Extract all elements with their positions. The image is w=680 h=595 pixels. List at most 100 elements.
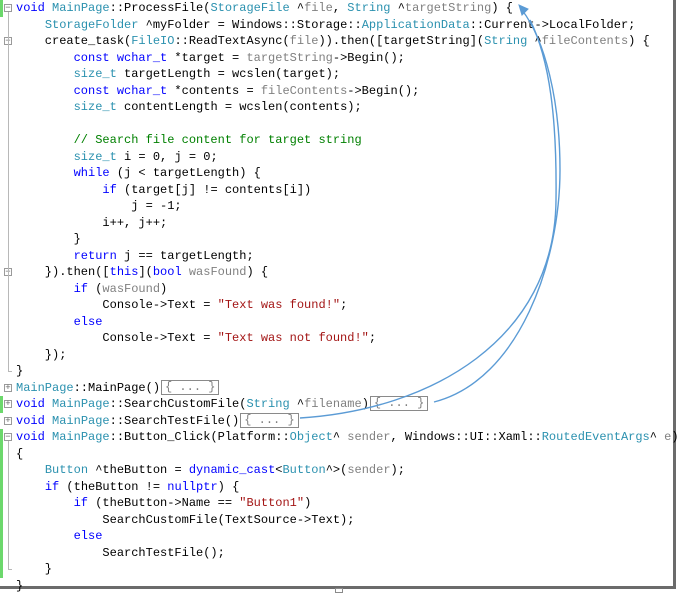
code-line[interactable]: SearchTestFile();: [16, 545, 679, 562]
code-token: fileContents: [260, 83, 348, 98]
code-line[interactable]: [16, 116, 679, 133]
collapse-region-icon[interactable]: −: [4, 432, 12, 442]
code-line[interactable]: void MainPage::Button_Click(Platform::Ob…: [16, 429, 679, 446]
code-line[interactable]: size_t targetLength = wcslen(target);: [16, 66, 679, 83]
code-token: SearchCustomFile(TextSource->Text);: [16, 512, 355, 527]
code-token: <: [275, 463, 283, 477]
resize-grip[interactable]: [335, 588, 343, 593]
code-line[interactable]: return j == targetLength;: [16, 248, 679, 265]
code-token: size_t: [73, 67, 117, 81]
code-line[interactable]: j = -1;: [16, 198, 679, 215]
code-token: FileIO: [131, 34, 175, 48]
code-line[interactable]: const wchar_t *contents = fileContents->…: [16, 83, 679, 100]
code-token: ->Begin();: [347, 83, 420, 98]
collapse-region-icon[interactable]: −: [4, 3, 12, 13]
code-line[interactable]: else: [16, 528, 679, 545]
code-line[interactable]: Console->Text = "Text was not found!";: [16, 330, 679, 347]
code-token: ) {: [491, 1, 513, 15]
code-token: [16, 249, 74, 263]
code-token: MainPage: [52, 413, 110, 428]
code-line[interactable]: SearchCustomFile(TextSource->Text);: [16, 512, 679, 529]
code-token: (target[j] != contents[i]): [116, 182, 312, 197]
code-line[interactable]: if (wasFound): [16, 281, 679, 298]
code-token: size_t: [73, 149, 117, 164]
code-token: ): [361, 397, 369, 411]
code-line[interactable]: const wchar_t *target = targetString->Be…: [16, 50, 679, 67]
code-line[interactable]: }: [16, 363, 679, 380]
code-line[interactable]: // Search file content for target string: [16, 132, 679, 149]
expand-region-icon[interactable]: +: [4, 382, 12, 393]
code-line[interactable]: }: [16, 561, 679, 578]
code-line[interactable]: void MainPage::SearchTestFile(){ ... }: [16, 412, 679, 430]
code-token: (theButton !=: [59, 479, 168, 494]
code-line[interactable]: void MainPage::ProcessFile(StorageFile ^…: [16, 0, 679, 17]
code-line[interactable]: if (theButton != nullptr) {: [16, 479, 679, 496]
code-token: }: [16, 232, 81, 246]
code-line[interactable]: else: [16, 314, 679, 331]
code-line[interactable]: {: [16, 446, 679, 463]
code-token: void: [16, 413, 53, 428]
code-token: if: [73, 281, 89, 296]
code-token: MainPage: [52, 397, 110, 411]
collapsed-region-button[interactable]: { ... }: [161, 379, 220, 395]
code-token: if: [44, 479, 60, 494]
code-line[interactable]: }).then([this](bool wasFound) {: [16, 264, 679, 281]
code-token: j = -1;: [16, 199, 182, 213]
code-line[interactable]: if (theButton->Name == "Button1"): [16, 495, 679, 512]
code-line[interactable]: i++, j++;: [16, 215, 679, 232]
code-token: }).then([: [16, 265, 110, 279]
code-line[interactable]: StorageFolder ^myFolder = Windows::Stora…: [16, 17, 679, 34]
code-token: [16, 84, 74, 98]
code-token: ) {: [246, 265, 269, 279]
fold-guide-line: [8, 12, 9, 371]
code-token: fileContents: [541, 34, 629, 48]
collapsed-region-button[interactable]: { ... }: [369, 396, 429, 412]
code-token: ^: [527, 34, 542, 48]
code-token: String: [246, 397, 290, 411]
code-line[interactable]: });: [16, 347, 679, 364]
code-line[interactable]: size_t i = 0, j = 0;: [16, 149, 679, 166]
code-token: nullptr: [167, 479, 218, 494]
code-token: ^myFolder = Windows::Storage::: [138, 17, 362, 32]
code-line[interactable]: MainPage::MainPage(){ ... }: [16, 379, 679, 397]
code-token: MainPage: [52, 430, 110, 444]
code-token: if: [73, 496, 89, 510]
fold-guide-line: [8, 441, 9, 569]
code-line[interactable]: Console->Text = "Text was found!";: [16, 297, 679, 314]
code-token: String: [484, 34, 528, 48]
code-token: ::SearchTestFile(): [109, 413, 240, 428]
code-token: [16, 18, 45, 32]
code-token: StorageFile: [210, 1, 290, 15]
code-line[interactable]: }: [16, 578, 679, 595]
code-token: ): [671, 430, 679, 444]
code-token: StorageFolder: [44, 17, 139, 32]
code-token: RoutedEventArgs: [541, 430, 650, 444]
collapsed-region-button[interactable]: { ... }: [240, 412, 299, 428]
code-token: [16, 67, 74, 81]
code-text-area[interactable]: void MainPage::ProcessFile(StorageFile ^…: [16, 0, 679, 594]
code-token: if: [102, 182, 117, 197]
code-token: }: [16, 364, 24, 378]
code-token: [16, 480, 45, 494]
code-token: Console->Text =: [16, 298, 218, 312]
code-line[interactable]: }: [16, 231, 679, 248]
code-line[interactable]: if (target[j] != contents[i]): [16, 182, 679, 199]
code-line[interactable]: create_task(FileIO::ReadTextAsync(file))…: [16, 33, 679, 50]
code-token: [16, 529, 74, 543]
code-line[interactable]: while (j < targetLength) {: [16, 165, 679, 182]
code-line[interactable]: size_t contentLength = wcslen(contents);: [16, 99, 679, 116]
code-token: (theButton->Name ==: [88, 496, 240, 510]
code-token: MainPage: [52, 1, 110, 15]
code-token: ^>(: [325, 463, 348, 477]
code-token: ,: [332, 1, 348, 15]
expand-region-icon[interactable]: +: [4, 399, 12, 409]
code-line[interactable]: void MainPage::SearchCustomFile(String ^…: [16, 396, 679, 413]
expand-region-icon[interactable]: +: [4, 415, 12, 426]
code-token: return: [73, 248, 117, 263]
code-token: void: [16, 1, 53, 15]
code-token: ::ReadTextAsync(: [174, 34, 290, 48]
change-indicator-bar: [0, 396, 3, 413]
code-line[interactable]: Button ^theButton = dynamic_cast<Button^…: [16, 462, 679, 479]
code-token: [182, 265, 189, 279]
code-token: ](: [138, 265, 153, 279]
